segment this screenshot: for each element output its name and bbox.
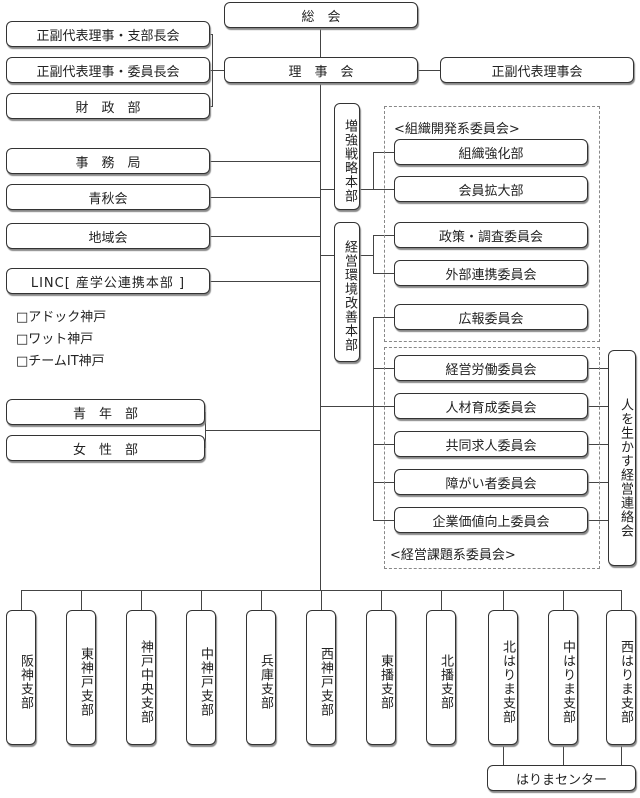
connector [503,745,504,765]
connector [373,235,394,236]
connector [210,236,320,237]
liaison-box[interactable]: 人を生かす経営連絡会 [608,350,636,566]
connector [21,590,22,610]
connector [81,590,82,610]
committee-box[interactable]: 経営労働委員会 [394,355,588,381]
board[interactable]: 理 事 会 [224,57,418,83]
connector [563,745,564,765]
connector [210,197,320,198]
left-box[interactable]: LINC[ 産学公連携本部 ] [6,268,210,294]
branch-box[interactable]: 中はりま支部 [548,610,578,745]
branch-box[interactable]: 阪神支部 [6,610,36,745]
connector [320,189,334,190]
group-label: <経営課題系委員会> [390,548,516,563]
org-dev-group [384,106,600,342]
connector [210,281,320,282]
branch-box[interactable]: 中神戸支部 [186,610,216,745]
connector [320,28,321,590]
women-box[interactable]: 女 性 部 [6,435,205,461]
general-assembly[interactable]: 総 会 [224,2,418,28]
branch-box[interactable]: 北播支部 [426,610,456,745]
youth-box[interactable]: 青 年 部 [6,399,205,425]
connector [210,34,213,35]
connector [373,317,374,520]
group-label: <組織開発系委員会> [394,122,520,137]
linc-member: □チームIT神戸 [16,354,105,369]
harima-center-box[interactable]: はりまセンター [487,765,636,791]
connector [373,444,394,445]
connector [210,161,320,162]
connector [621,590,622,610]
branch-box[interactable]: 東播支部 [366,610,396,745]
connector [441,590,442,610]
committee-box[interactable]: 障がい者委員会 [394,469,588,495]
linc-member: □ワット神戸 [16,332,94,347]
connector [210,70,224,71]
connector [201,590,202,610]
left-box[interactable]: 事 務 局 [6,148,210,174]
committee-box[interactable]: 広報委員会 [394,304,588,330]
connector [373,520,394,521]
connector [320,255,334,256]
connector [210,106,213,107]
mgmt-issue-group [384,347,600,569]
connector [261,590,262,610]
vice-board[interactable]: 正副代表理事会 [440,57,634,83]
branch-box[interactable]: 西神戸支部 [306,610,336,745]
connector [360,189,394,190]
left-box[interactable]: 財 政 部 [6,93,210,119]
connector [563,590,564,610]
branch-box[interactable]: 北はりま支部 [488,610,518,745]
committee-box[interactable]: 共同求人委員会 [394,431,588,457]
branch-box[interactable]: 神戸中央支部 [126,610,156,745]
committee-box[interactable]: 人材育成委員会 [394,393,588,419]
committee-box[interactable]: 組織強化部 [394,139,588,165]
connector [320,406,394,407]
branch-box[interactable]: 東神戸支部 [66,610,96,745]
left-box[interactable]: 地域会 [6,223,210,249]
connector [621,745,622,765]
connector [373,317,394,318]
left-box[interactable]: 正副代表理事・委員長会 [6,57,210,83]
branch-box[interactable]: 兵庫支部 [246,610,276,745]
connector [588,520,608,521]
connector [360,255,373,256]
connector [373,482,394,483]
committee-box[interactable]: 政策・調査委員会 [394,222,588,248]
linc-member: □アドック神戸 [16,310,107,325]
connector [588,406,608,407]
connector [381,590,382,610]
connector [321,590,322,610]
connector [373,152,374,189]
branch-box[interactable]: 西はりま支部 [606,610,636,745]
connector [373,368,394,369]
hq-box[interactable]: 経営環境改善本部 [334,222,360,362]
hq-box[interactable]: 増強戦略本部 [334,103,360,210]
connector [503,590,504,610]
committee-box[interactable]: 外部連携委員会 [394,260,588,286]
connector [373,235,374,273]
connector [418,70,440,71]
connector [373,152,394,153]
connector [373,273,394,274]
connector [588,482,608,483]
committee-box[interactable]: 企業価値向上委員会 [394,507,588,533]
committee-box[interactable]: 会員拡大部 [394,176,588,202]
connector [205,430,320,431]
connector [141,590,142,610]
left-box[interactable]: 正副代表理事・支部長会 [6,21,210,47]
left-box[interactable]: 青秋会 [6,184,210,210]
connector [588,444,608,445]
connector [588,368,608,369]
